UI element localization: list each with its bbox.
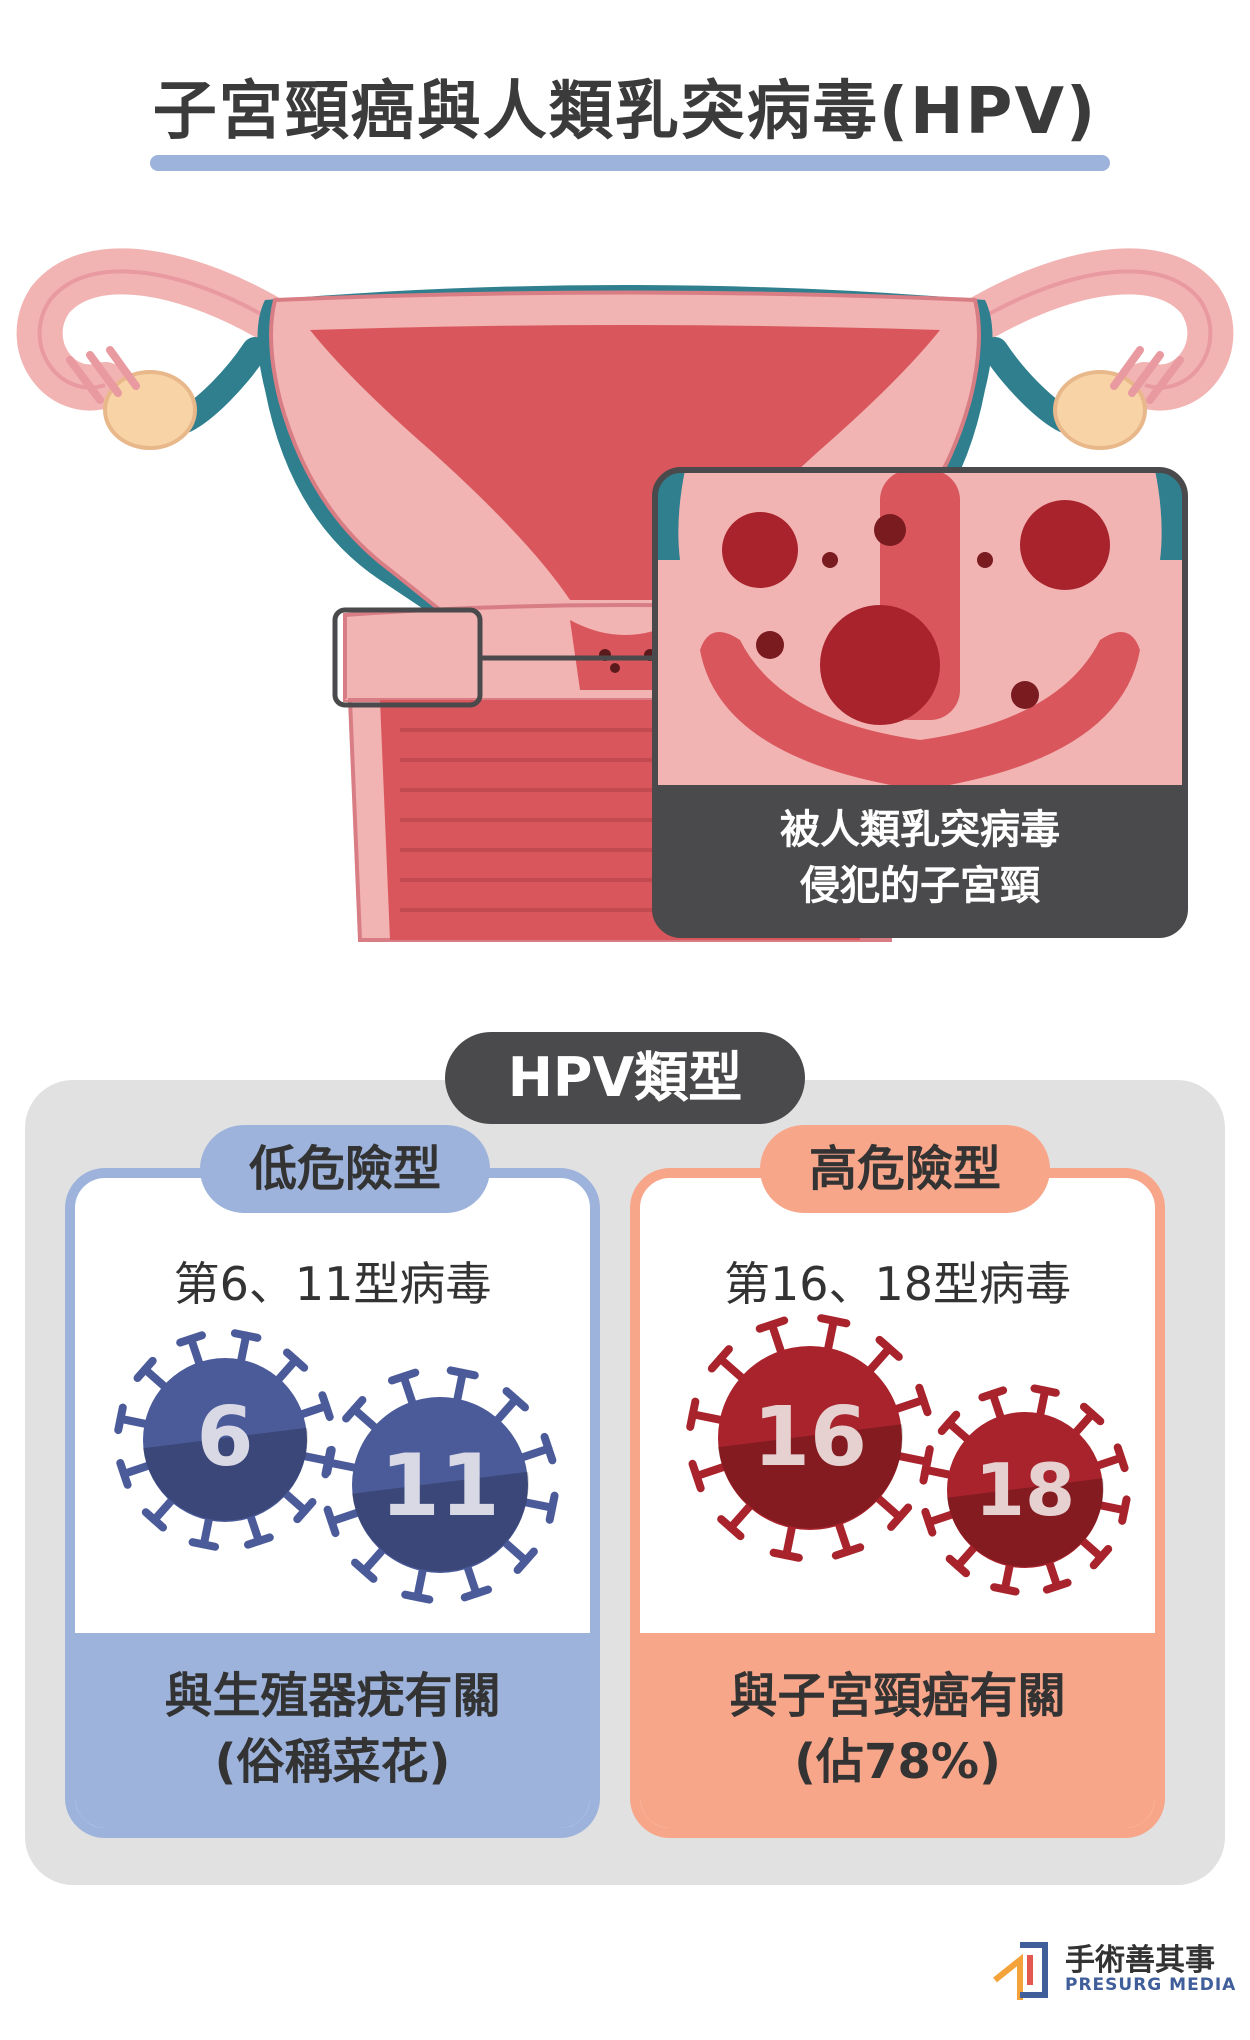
logo-name: 手術善其事 xyxy=(1065,1943,1215,1978)
low-risk-label: 低危險型 xyxy=(200,1125,490,1213)
virus-6-label: 6 xyxy=(196,1390,253,1485)
fallopian-tubes xyxy=(16,248,1234,433)
virus-6-icon xyxy=(114,1329,336,1551)
zoom-panel xyxy=(652,467,1188,938)
virus-18-label: 18 xyxy=(975,1448,1075,1532)
zoom-caption-line-2: 侵犯的子宮頸 xyxy=(800,863,1040,909)
virus-16-icon xyxy=(686,1314,934,1562)
high-risk-desc-line-2: (佔78%) xyxy=(794,1734,1001,1790)
uterus-anatomy-illustration xyxy=(16,248,1234,942)
high-risk-label: 高危險型 xyxy=(760,1125,1050,1213)
hpv-types-heading: HPV類型 xyxy=(445,1032,805,1124)
low-risk-desc-line-1: 與生殖器疣有關 xyxy=(164,1668,501,1724)
logo-name-en: PRESURG MEDIA xyxy=(1065,1975,1237,1995)
ovaries xyxy=(66,346,1184,450)
high-risk-desc-line-1: 與子宮頸癌有關 xyxy=(729,1668,1066,1724)
brand-logo: 手術善其事 PRESURG MEDIA xyxy=(990,1935,1235,2005)
zoom-caption: 被人類乳突病毒 侵犯的子宮頸 xyxy=(655,780,1185,935)
title-underline xyxy=(150,155,1110,171)
high-risk-description: 與子宮頸癌有關 (佔78%) xyxy=(640,1633,1155,1828)
low-risk-desc-line-2: (俗稱菜花) xyxy=(214,1734,451,1790)
zoom-caption-line-1: 被人類乳突病毒 xyxy=(780,807,1060,853)
low-risk-description: 與生殖器疣有關 (俗稱菜花) xyxy=(75,1633,590,1828)
virus-16-label: 16 xyxy=(753,1390,867,1485)
virus-18-icon xyxy=(919,1384,1131,1596)
low-risk-virus-line: 第6、11型病毒 xyxy=(173,1257,492,1311)
page-title: 子宮頸癌與人類乳突病毒(HPV) xyxy=(152,75,1098,149)
high-risk-virus-line: 第16、18型病毒 xyxy=(723,1257,1072,1311)
virus-cluster xyxy=(722,500,1110,725)
virus-11-label: 11 xyxy=(380,1436,500,1536)
presurg-logo-icon xyxy=(993,1942,1048,2000)
low-risk-viruses: 6 11 xyxy=(114,1329,559,1604)
high-risk-viruses: 16 18 xyxy=(686,1314,1131,1596)
virus-11-icon xyxy=(321,1366,559,1604)
